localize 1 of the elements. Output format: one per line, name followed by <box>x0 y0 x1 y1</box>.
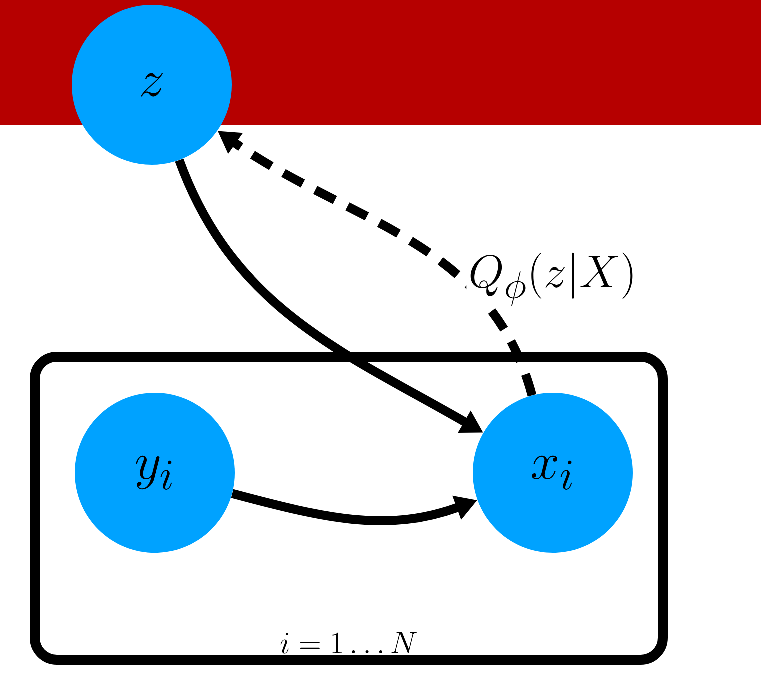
edge-label: $Q_\phi(z|X)$ <box>466 250 639 308</box>
